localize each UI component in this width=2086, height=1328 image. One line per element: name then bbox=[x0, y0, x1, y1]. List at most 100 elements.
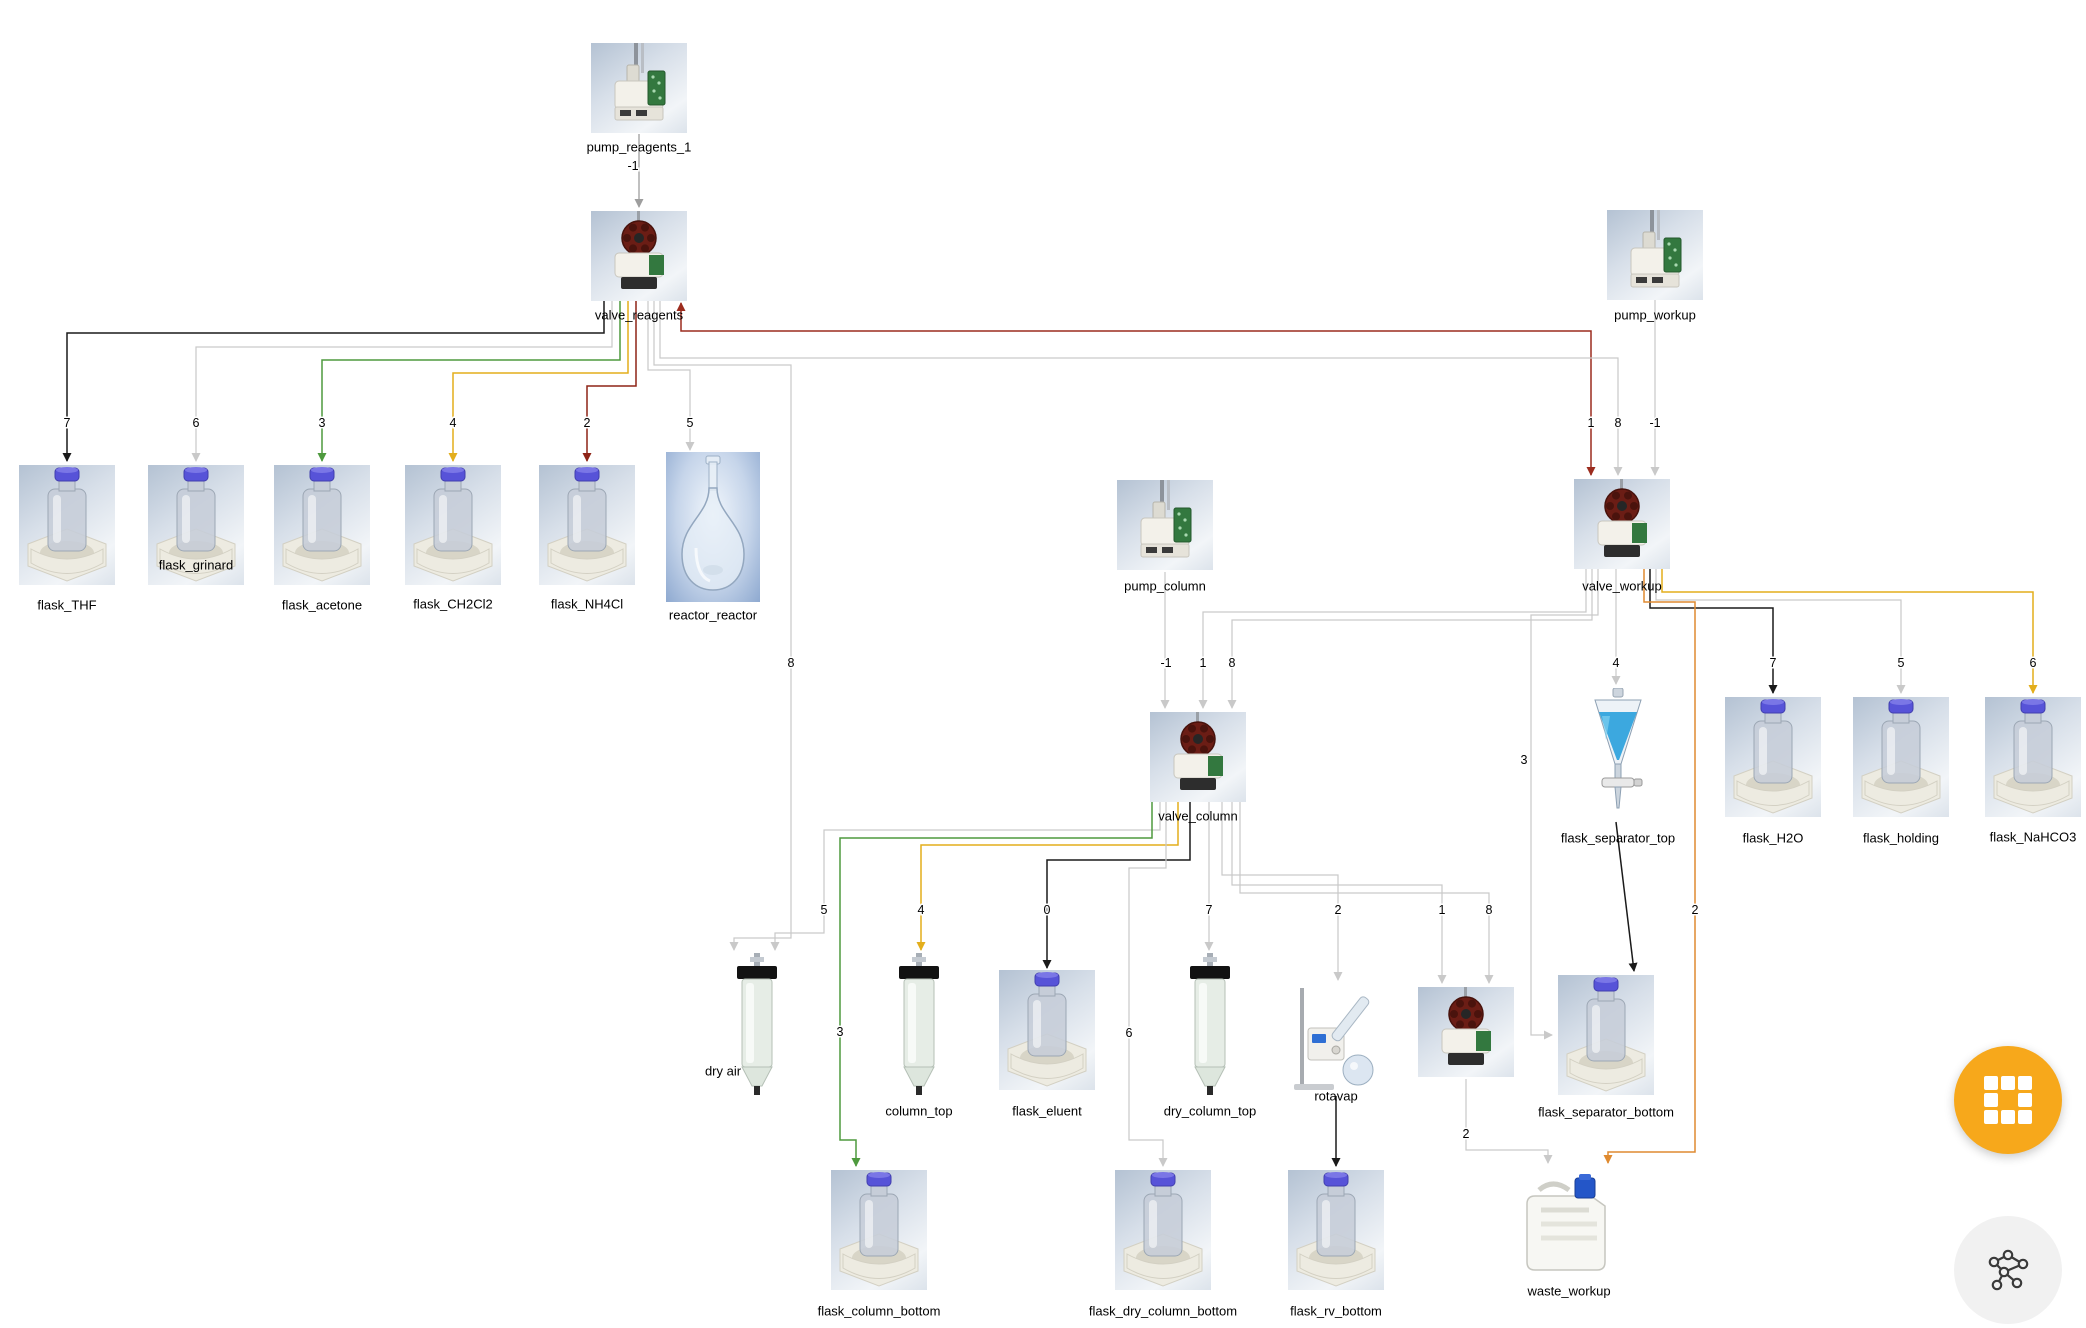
node-valve_workup[interactable] bbox=[1574, 479, 1670, 569]
edge-label-valve_separator-waste_workup: 2 bbox=[1463, 1127, 1470, 1141]
edge-label-valve_column-dry_air: 5 bbox=[821, 903, 828, 917]
flask-icon bbox=[1296, 1172, 1376, 1287]
valve-icon bbox=[1597, 479, 1647, 557]
edge-valve_reagents-flask_CH2Cl2 bbox=[448, 301, 629, 462]
node-label-pump_workup: pump_workup bbox=[1614, 307, 1696, 323]
flask-icon bbox=[413, 467, 493, 582]
node-label-flask_THF: flask_THF bbox=[37, 597, 97, 613]
node-label-flask_rv_bottom: flask_rv_bottom bbox=[1290, 1303, 1382, 1319]
flask-icon bbox=[1566, 977, 1646, 1092]
node-column_top[interactable] bbox=[891, 952, 947, 1098]
edge-label-valve_reagents-flask_CH2Cl2: 4 bbox=[450, 416, 457, 430]
edge-valve_column-dry_air bbox=[770, 802, 1161, 951]
node-flask_CH2Cl2[interactable] bbox=[405, 465, 501, 585]
node-label-pump_reagents_1: pump_reagents_1 bbox=[586, 139, 692, 155]
edge-label-pump_workup-valve_workup: -1 bbox=[1649, 416, 1660, 430]
node-valve_column[interactable] bbox=[1150, 712, 1246, 802]
node-flask_eluent[interactable] bbox=[999, 970, 1095, 1090]
edge-label-valve_column-flask_column_bottom: 3 bbox=[837, 1025, 844, 1039]
node-label-flask_NH4Cl: flask_NH4Cl bbox=[550, 596, 624, 612]
flask-icon bbox=[156, 467, 236, 582]
node-label-flask_eluent: flask_eluent bbox=[1012, 1103, 1082, 1119]
brain-icon bbox=[1988, 1249, 2029, 1291]
node-label-valve_workup: valve_workup bbox=[1582, 578, 1662, 594]
edge-label-valve_workup-flask_H2O: 7 bbox=[1770, 656, 1777, 670]
edge-label-valve_reagents-flask_THF: 7 bbox=[64, 416, 71, 430]
pump-icon bbox=[1140, 480, 1192, 558]
node-flask_column_bottom[interactable] bbox=[831, 1170, 927, 1290]
valve-icon bbox=[614, 211, 664, 289]
edge-label-valve_column-column_top: 4 bbox=[918, 903, 925, 917]
node-flask_grinard[interactable] bbox=[148, 465, 244, 585]
flask-icon bbox=[839, 1172, 919, 1287]
node-label-flask_dry_column_bottom: flask_dry_column_bottom bbox=[1088, 1303, 1238, 1319]
edge-valve_reagents-valve_workup bbox=[659, 301, 1623, 476]
node-flask_NaHCO3[interactable] bbox=[1985, 697, 2081, 817]
edge-label-valve_column-valve_separator: 8 bbox=[1486, 903, 1493, 917]
reactor-flask-icon bbox=[681, 455, 745, 591]
edge-label-valve_column-rotavap: 2 bbox=[1335, 903, 1342, 917]
flask-icon bbox=[547, 467, 627, 582]
node-flask_THF[interactable] bbox=[19, 465, 115, 585]
node-label-flask_holding: flask_holding bbox=[1863, 830, 1939, 846]
edge-valve_column-flask_eluent bbox=[1042, 802, 1191, 969]
node-label-dry_column_top: dry_column_top bbox=[1163, 1103, 1257, 1119]
edge-label-valve_column-valve_separator: 1 bbox=[1439, 903, 1446, 917]
edge-label-valve_workup-valve_column: 1 bbox=[1200, 656, 1207, 670]
grid-icon bbox=[1984, 1076, 2032, 1124]
assistant-fab-button[interactable] bbox=[1954, 1216, 2062, 1324]
edge-label-valve_reagents-flask_NH4Cl: 2 bbox=[584, 416, 591, 430]
edge-label-pump_column-valve_column: -1 bbox=[1160, 656, 1171, 670]
node-label-pump_column: pump_column bbox=[1124, 578, 1206, 594]
edge-valve_column-column_top bbox=[916, 802, 1179, 951]
edge-valve_reagents-flask_THF bbox=[62, 301, 605, 462]
node-flask_NH4Cl[interactable] bbox=[539, 465, 635, 585]
pump-icon bbox=[614, 43, 666, 121]
node-pump_workup[interactable] bbox=[1607, 210, 1703, 300]
edge-valve_column-flask_dry_column_bottom bbox=[1128, 802, 1168, 1167]
node-label-flask_H2O: flask_H2O bbox=[1742, 830, 1804, 846]
node-reactor_reactor[interactable] bbox=[666, 452, 760, 602]
node-waste_workup[interactable] bbox=[1517, 1166, 1621, 1278]
node-label-rotavap: rotavap bbox=[1314, 1088, 1358, 1104]
node-label-flask_NaHCO3: flask_NaHCO3 bbox=[1989, 829, 2077, 845]
node-flask_rv_bottom[interactable] bbox=[1288, 1170, 1384, 1290]
node-flask_separator_bottom[interactable] bbox=[1558, 975, 1654, 1095]
flask-icon bbox=[1733, 699, 1813, 814]
edge-label-valve_workup-flask_NaHCO3: 6 bbox=[2030, 656, 2037, 670]
separatory-funnel-icon bbox=[1594, 688, 1643, 809]
apps-fab-button[interactable] bbox=[1954, 1046, 2062, 1154]
node-valve_reagents[interactable] bbox=[591, 211, 687, 301]
node-flask_holding[interactable] bbox=[1853, 697, 1949, 817]
node-pump_column[interactable] bbox=[1117, 480, 1213, 570]
node-label-flask_separator_bottom: flask_separator_bottom bbox=[1538, 1104, 1674, 1120]
edge-label-valve_workup-waste_workup: 2 bbox=[1692, 903, 1699, 917]
edge-label-valve_column-dry_column_top: 7 bbox=[1206, 903, 1213, 917]
edge-label-valve_reagents-valve_workup: 8 bbox=[1615, 416, 1622, 430]
edge-valve_workup-valve_reagents bbox=[676, 302, 1596, 476]
edge-label-valve_workup-valve_reagents: 1 bbox=[1588, 416, 1595, 430]
edge-label-valve_workup-flask_separator_bottom: 3 bbox=[1521, 753, 1528, 767]
edge-valve_reagents-flask_acetone bbox=[317, 301, 621, 462]
node-flask_acetone[interactable] bbox=[274, 465, 370, 585]
node-flask_dry_column_bottom[interactable] bbox=[1115, 1170, 1211, 1290]
column-icon bbox=[1190, 952, 1230, 1095]
rotavap-icon bbox=[1294, 988, 1374, 1090]
node-dry_column_top[interactable] bbox=[1182, 952, 1238, 1098]
node-pump_reagents_1[interactable] bbox=[591, 43, 687, 133]
valve-icon bbox=[1173, 712, 1223, 790]
edge-valve_separator-waste_workup bbox=[1465, 1079, 1553, 1164]
node-label-flask_CH2Cl2: flask_CH2Cl2 bbox=[413, 596, 493, 612]
edge-label-pump_reagents_1-valve_reagents: -1 bbox=[627, 159, 638, 173]
flask-icon bbox=[282, 467, 362, 582]
node-dry_air[interactable] bbox=[729, 952, 785, 1098]
node-flask_H2O[interactable] bbox=[1725, 697, 1821, 817]
column-icon bbox=[737, 952, 777, 1095]
valve-icon bbox=[1441, 987, 1491, 1065]
node-rotavap[interactable] bbox=[1290, 984, 1382, 1094]
node-valve_separator[interactable] bbox=[1418, 987, 1514, 1077]
node-flask_separator_top[interactable] bbox=[1586, 688, 1650, 818]
column-icon bbox=[899, 952, 939, 1095]
